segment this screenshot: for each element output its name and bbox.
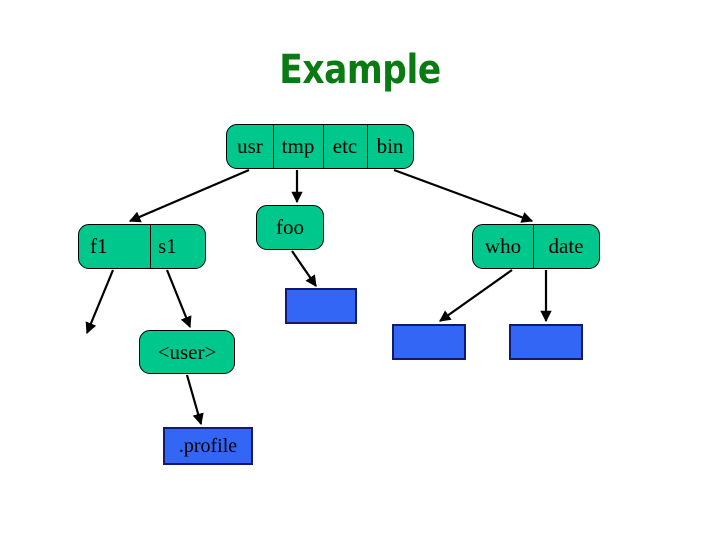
cell-f1[interactable]: f1 <box>90 234 108 258</box>
edge-f1-dangling <box>85 269 115 335</box>
foo-block[interactable]: foo <box>256 205 324 250</box>
cell-user[interactable]: <user> <box>157 339 217 364</box>
usr-contents-block[interactable]: f1 s1 <box>78 224 206 269</box>
bin-contents-block[interactable]: who date <box>472 224 600 269</box>
cell-bin[interactable]: bin <box>367 125 413 168</box>
foo-data-block[interactable] <box>285 288 357 324</box>
cell-who[interactable]: who <box>484 234 522 258</box>
cell-profile[interactable]: .profile <box>178 435 238 457</box>
cell-foo[interactable]: foo <box>276 215 304 239</box>
edge-foo-to-data <box>291 250 317 287</box>
user-block[interactable]: <user> <box>139 330 235 374</box>
page-title: Example <box>279 47 441 93</box>
profile-file-block[interactable]: .profile <box>163 427 253 465</box>
edge-usr-to-f1s1 <box>128 168 250 223</box>
who-data-block[interactable] <box>392 324 466 360</box>
edge-user-to-profile <box>185 374 204 426</box>
date-data-block[interactable] <box>509 324 583 360</box>
edge-who-to-data <box>439 269 513 322</box>
cell-date[interactable]: date <box>533 225 599 268</box>
cell-who-data[interactable] <box>394 326 464 358</box>
cell-tmp[interactable]: tmp <box>273 125 323 168</box>
cell-foo-data[interactable] <box>287 290 355 322</box>
cell-date-data[interactable] <box>511 326 581 358</box>
edge-s1-to-user <box>165 269 192 329</box>
root-directory-block[interactable]: usr tmp etc bin <box>226 124 414 169</box>
cell-etc[interactable]: etc <box>323 125 367 168</box>
edge-bin-to-whodate <box>393 168 534 223</box>
cell-s1[interactable]: s1 <box>150 225 205 268</box>
cell-usr[interactable]: usr <box>237 134 263 158</box>
